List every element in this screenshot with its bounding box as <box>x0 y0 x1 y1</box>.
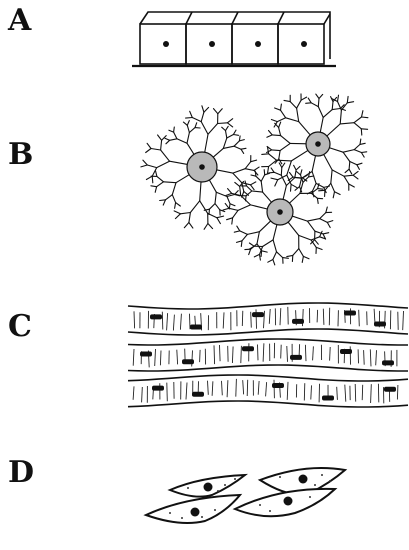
muscle-nucleus <box>152 386 164 391</box>
connective-tissue-diagram <box>140 455 370 545</box>
muscle-nucleus <box>242 346 254 351</box>
muscle-nucleus <box>290 355 302 360</box>
label-b: B <box>8 140 33 170</box>
muscle-nucleus <box>384 387 396 392</box>
muscle-nucleus <box>322 395 334 400</box>
muscle-nucleus <box>150 314 162 319</box>
neural-tissue-diagram <box>140 122 356 247</box>
label-c: C <box>8 312 32 342</box>
muscle-nucleus <box>272 383 284 388</box>
muscle-nucleus <box>182 359 194 364</box>
muscle-nucleus <box>344 310 356 315</box>
muscle-fibre <box>128 303 408 335</box>
muscle-nucleus <box>382 360 394 365</box>
epithelial-tissue-diagram <box>130 4 340 76</box>
muscle-nucleus <box>340 349 352 354</box>
muscle-nucleus <box>140 351 152 356</box>
muscle-nucleus <box>374 322 386 327</box>
muscle-nucleus <box>190 324 202 329</box>
muscle-nucleus <box>292 319 304 324</box>
label-d: D <box>8 458 34 488</box>
label-a: A <box>8 6 31 36</box>
muscle-fibre <box>128 339 408 371</box>
muscle-nucleus <box>252 312 264 317</box>
muscle-nucleus <box>192 392 204 397</box>
muscle-tissue-diagram <box>128 298 409 410</box>
muscle-fibre <box>128 375 408 407</box>
epithelial-nuclei <box>163 41 307 47</box>
